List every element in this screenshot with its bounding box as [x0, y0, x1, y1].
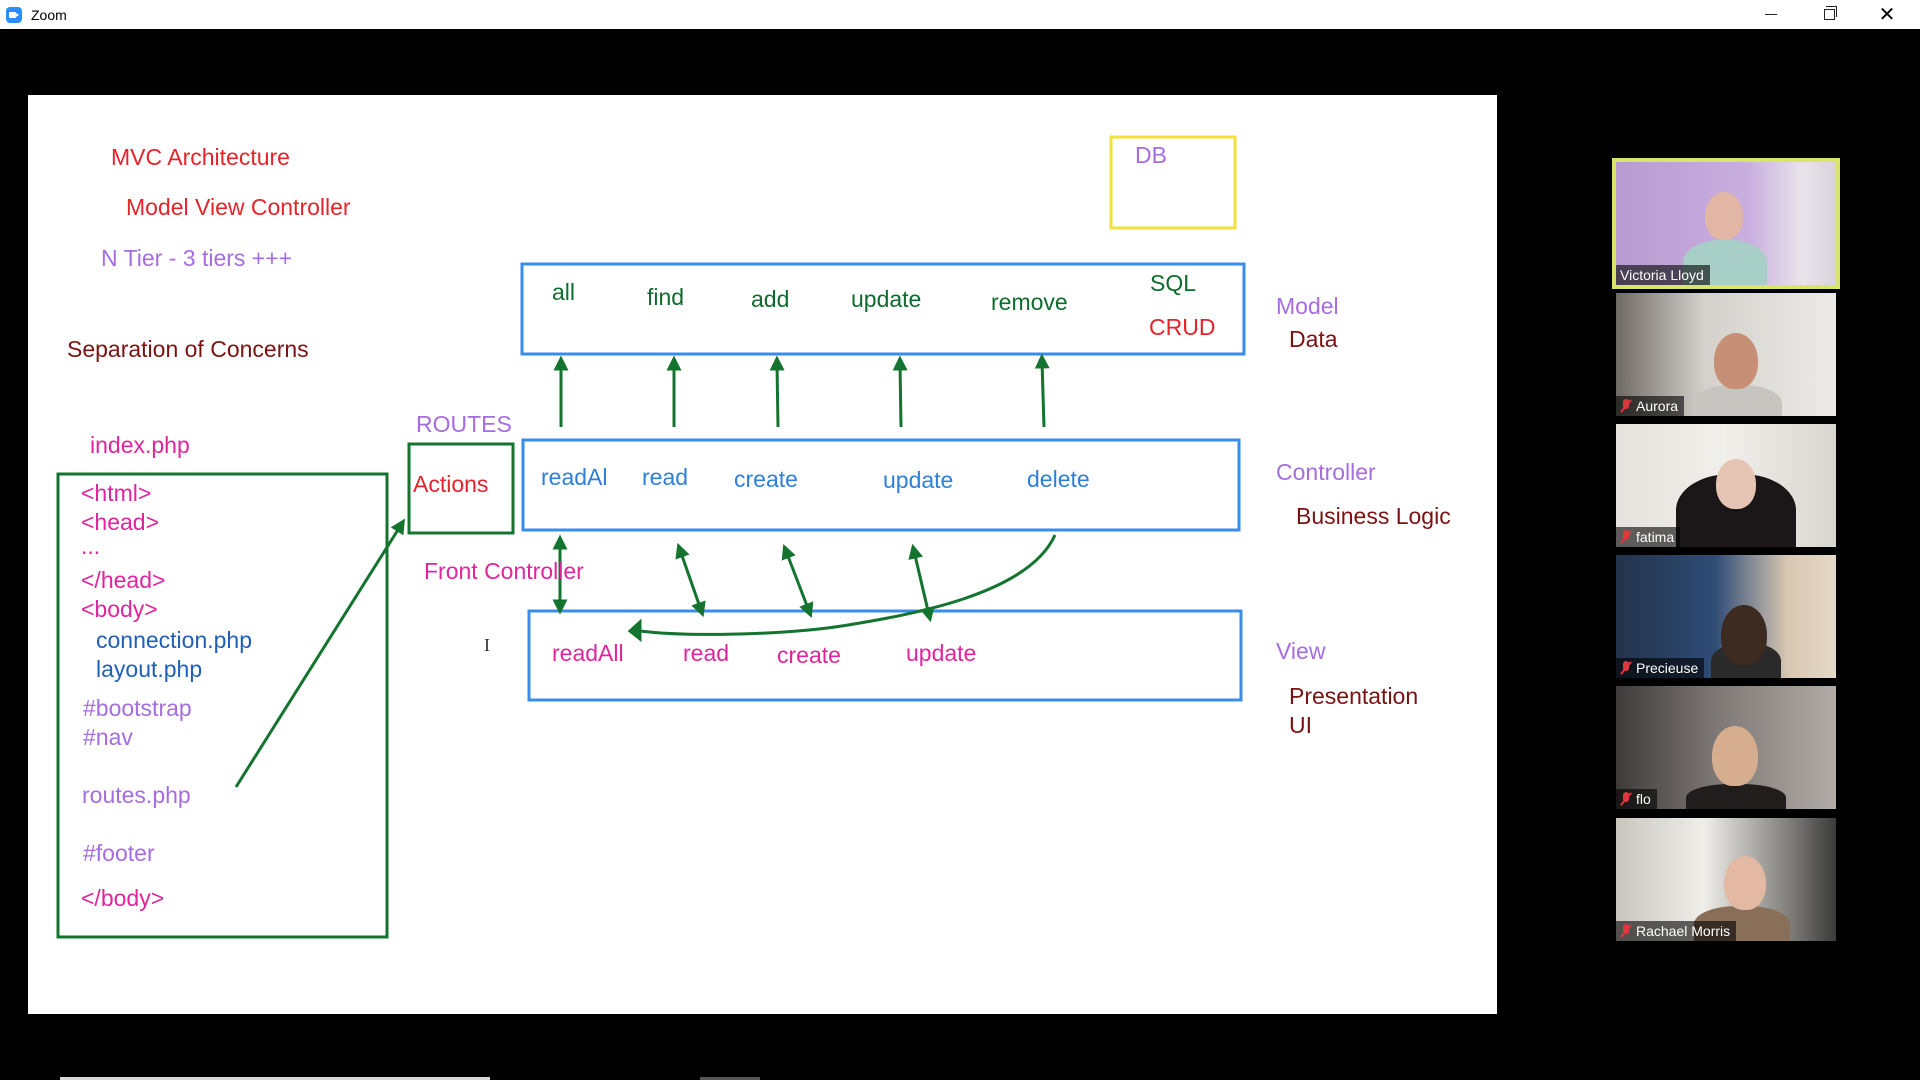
controller-method-update: update: [883, 467, 954, 493]
view-method-read: read: [683, 640, 730, 666]
code-footer: #footer: [83, 840, 155, 866]
participant-name-tag: fatima: [1616, 527, 1681, 547]
controller-desc: Business Logic: [1296, 503, 1451, 529]
participant-name-tag: Victoria Lloyd: [1616, 265, 1710, 285]
text-cursor: I: [484, 635, 490, 655]
controller-method-create: create: [734, 466, 798, 492]
close-icon: ✕: [1878, 3, 1896, 26]
window-title: Zoom: [31, 6, 67, 23]
participant-tile-flo[interactable]: flo: [1616, 686, 1836, 809]
code-nav: #nav: [83, 724, 133, 750]
routes-arrow: [234, 518, 405, 788]
model-method-remove: remove: [991, 289, 1068, 315]
participant-tile-precieuse[interactable]: Precieuse: [1616, 555, 1836, 678]
minimize-button[interactable]: [1742, 0, 1800, 29]
controller-label: Controller: [1276, 459, 1376, 485]
model-method-add: add: [751, 286, 790, 312]
code-layout: layout.php: [96, 656, 203, 682]
bottom-strip: [60, 1077, 490, 1080]
participant-head: [1721, 605, 1767, 665]
model-method-find: find: [647, 284, 685, 310]
controller-method-delete: delete: [1027, 466, 1090, 492]
view-method-readall: readAll: [552, 640, 624, 666]
view-method-update: update: [906, 640, 977, 666]
participant-body: [1692, 385, 1782, 416]
view-desc-2: UI: [1289, 712, 1312, 738]
db-label: DB: [1135, 142, 1167, 168]
controller-to-model-arrows: [553, 353, 1050, 428]
n-tier-text: N Tier - 3 tiers +++: [101, 245, 293, 271]
controller-box: [521, 438, 1241, 532]
code-body-open: <body>: [81, 596, 158, 622]
participant-head: [1705, 192, 1743, 240]
model-method-all: all: [552, 279, 576, 305]
mic-muted-icon: [1620, 661, 1632, 675]
view-controller-arrows: [552, 534, 935, 623]
controller-method-read: read: [642, 464, 689, 490]
code-head-open: <head>: [81, 509, 160, 535]
participant-name-tag: flo: [1616, 789, 1657, 809]
view-method-create: create: [777, 642, 841, 668]
participant-head: [1716, 459, 1756, 509]
code-html-open: <html>: [81, 480, 152, 506]
zoom-app-icon: [6, 6, 22, 23]
view-label: View: [1276, 638, 1326, 664]
participant-name-tag: Precieuse: [1616, 658, 1705, 678]
close-button[interactable]: ✕: [1858, 0, 1916, 29]
routes-label: ROUTES: [416, 411, 512, 437]
delete-to-readall-curve: [639, 534, 1057, 636]
participant-tile-aurora[interactable]: Aurora: [1616, 293, 1836, 416]
curve-arrowhead: [627, 618, 642, 643]
whiteboard-drawing: [56, 135, 1246, 939]
model-method-update: update: [851, 286, 922, 312]
code-dots: ...: [81, 533, 101, 559]
model-desc: Data: [1289, 326, 1338, 352]
title-bar: Zoom ✕: [0, 0, 1920, 29]
separation-text: Separation of Concerns: [67, 336, 309, 362]
minimize-icon: [1765, 14, 1777, 15]
participant-tile-fatima[interactable]: fatima: [1616, 424, 1836, 547]
participant-head: [1712, 726, 1758, 786]
restore-icon: [1823, 6, 1837, 20]
restore-button[interactable]: [1800, 0, 1858, 29]
code-connection: connection.php: [96, 627, 253, 653]
code-bootstrap: #bootstrap: [83, 695, 192, 721]
participant-head: [1714, 333, 1758, 389]
participant-head: [1724, 856, 1766, 910]
mic-muted-icon: [1620, 399, 1632, 413]
controller-method-readal: readAl: [541, 464, 608, 490]
model-box: [520, 262, 1246, 356]
shared-whiteboard[interactable]: MVC Architecture Model View Controller N…: [28, 95, 1497, 1014]
participant-name-tag: Rachael Morris: [1616, 921, 1737, 941]
participant-tile-victoria[interactable]: Victoria Lloyd: [1612, 158, 1840, 289]
actions-label: Actions: [413, 471, 489, 497]
participant-tile-rachael[interactable]: Rachael Morris: [1616, 818, 1836, 941]
db-box: [1109, 135, 1237, 230]
mvc-title: MVC Architecture: [111, 144, 290, 170]
mic-muted-icon: [1620, 792, 1632, 806]
participant-body: [1686, 784, 1786, 809]
front-controller-label: Front Controller: [424, 558, 584, 584]
code-routes: routes.php: [82, 782, 191, 808]
bottom-strip-secondary: [700, 1077, 760, 1080]
mic-muted-icon: [1620, 530, 1632, 544]
index-php-label: index.php: [90, 432, 190, 458]
mic-muted-icon: [1620, 924, 1632, 938]
model-crud: CRUD: [1149, 314, 1216, 340]
view-box: [527, 609, 1243, 702]
model-sql: SQL: [1150, 270, 1197, 296]
view-desc-1: Presentation: [1289, 683, 1419, 709]
code-body-close: </body>: [81, 885, 165, 911]
actions-box: [407, 442, 515, 535]
index-box: [56, 472, 389, 939]
code-head-close: </head>: [81, 567, 166, 593]
model-label: Model: [1276, 293, 1339, 319]
mvc-subtitle: Model View Controller: [126, 194, 351, 220]
participant-name-tag: Aurora: [1616, 396, 1685, 416]
